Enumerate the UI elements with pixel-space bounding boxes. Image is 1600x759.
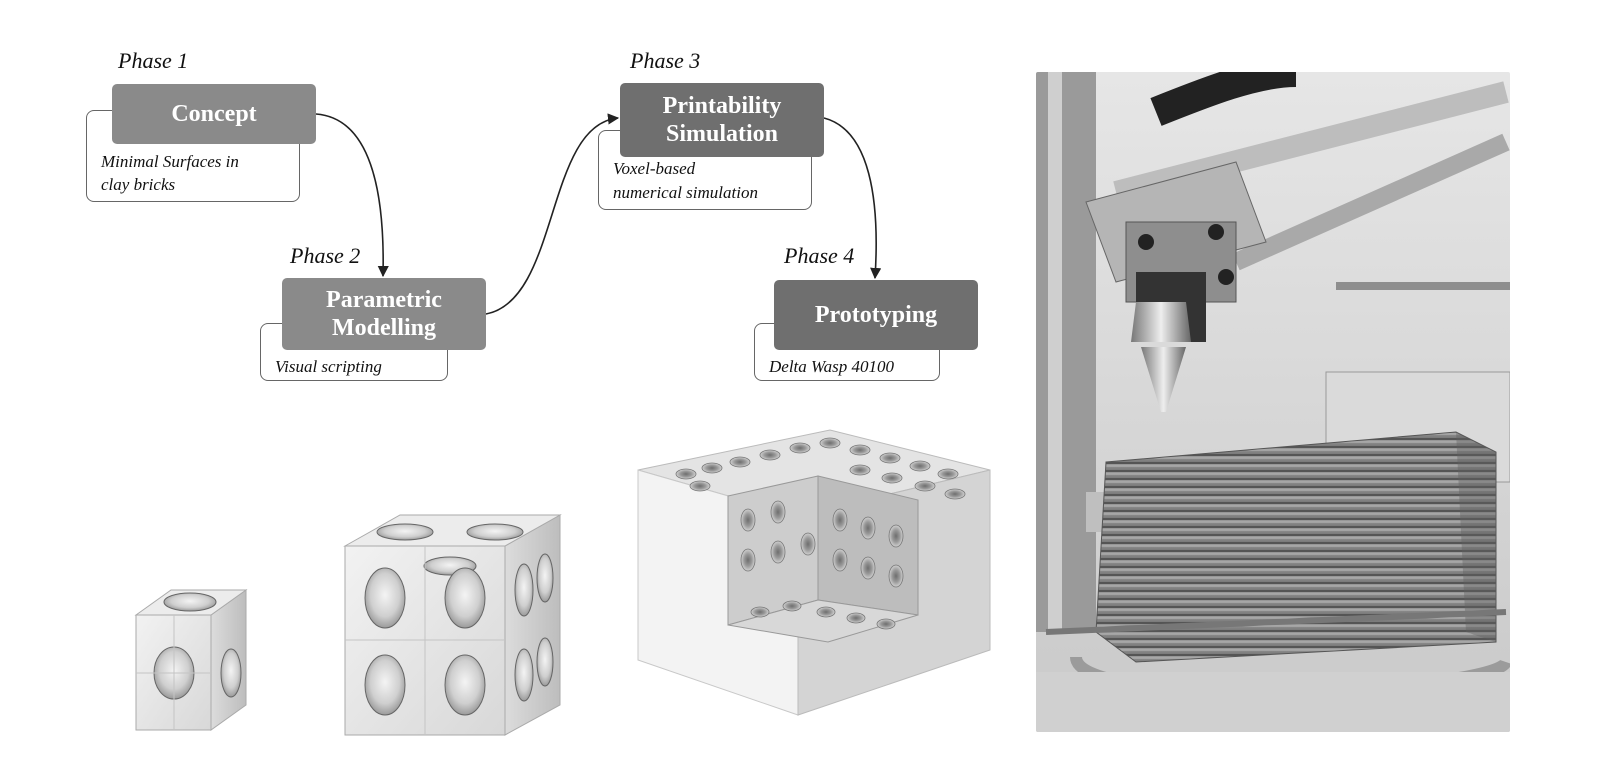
phase-2-label: Phase 2 <box>290 243 361 268</box>
phase-4-note-line-1: Delta Wasp 40100 <box>769 357 894 376</box>
delta-printer-photo <box>1036 72 1510 732</box>
phase-1-label: Phase 1 <box>118 48 189 73</box>
lattice-cube <box>343 514 562 736</box>
phase-1-box: Concept <box>112 84 316 144</box>
cutaway-brick <box>637 429 991 716</box>
phase-2-box: Parametric Modelling <box>282 278 486 350</box>
phase-3-note-line-1: Voxel-based <box>613 159 696 178</box>
phase-1-title: Concept <box>171 101 257 127</box>
phase-4-label: Phase 4 <box>784 243 855 268</box>
phase-3-box: Printability Simulation <box>620 83 824 157</box>
phase-3-note-line-2: numerical simulation <box>613 183 758 202</box>
phase-4-box: Prototyping <box>774 280 978 350</box>
phase-2-title-line-1: Parametric <box>326 287 442 313</box>
phase-3-label: Phase 3 <box>630 48 701 73</box>
phase-4-title: Prototyping <box>814 302 938 328</box>
arrow-phase2-to-phase3 <box>485 113 620 315</box>
phase-3-title-line-1: Printability <box>662 93 782 119</box>
arrow-phase1-to-phase2 <box>315 113 389 278</box>
phase-1-note-line-1: Minimal Surfaces in <box>101 152 239 171</box>
phase-2-title-line-2: Modelling <box>331 315 436 341</box>
phase-2-note-line-1: Visual scripting <box>275 357 382 376</box>
diagram-graphics <box>134 113 991 736</box>
arrow-phase3-to-phase4 <box>823 117 882 280</box>
phase-3-title-line-2: Simulation <box>665 121 779 147</box>
unit-cell-cube <box>134 589 248 731</box>
phase-1-note-line-2: clay bricks <box>101 175 176 194</box>
